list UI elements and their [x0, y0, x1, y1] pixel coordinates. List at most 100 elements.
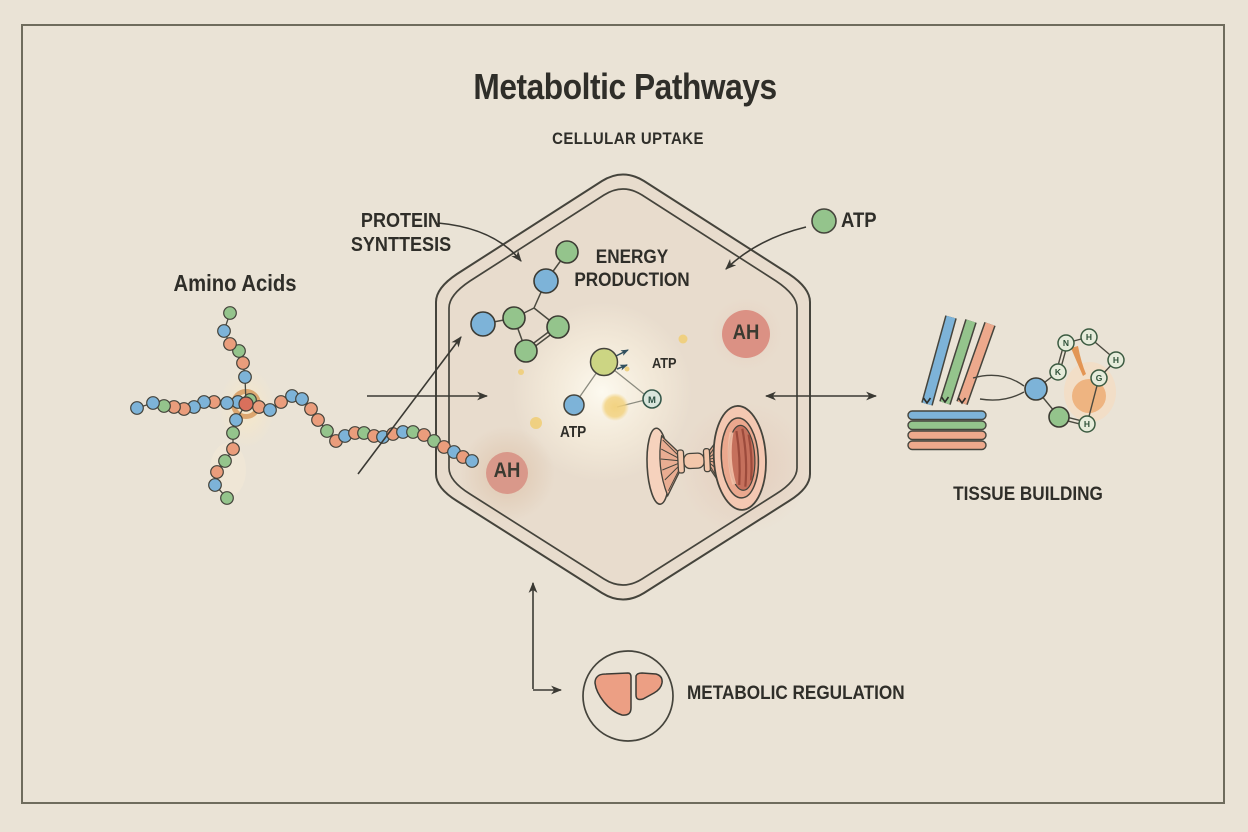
arrow-protein-synthesis	[437, 222, 522, 262]
letter-node	[1080, 328, 1098, 346]
amino-bead	[220, 396, 234, 410]
tissue-building-label: TISSUE BUILDING	[953, 483, 1103, 505]
amino-bead	[217, 324, 231, 338]
letter-node-label: K	[1055, 367, 1062, 377]
arrow-atp-uptake	[725, 226, 807, 270]
atp-core-label: ATP	[652, 356, 677, 372]
m-node-icon	[642, 389, 662, 409]
amino-bead	[236, 356, 250, 370]
atp-lower-label: ATP	[560, 424, 587, 441]
yellow-dot	[530, 417, 542, 429]
amino-bead	[263, 403, 277, 417]
border-frame	[21, 24, 1225, 804]
ah-upper-label: AH	[732, 321, 760, 344]
amino-acid-chain	[130, 306, 479, 505]
letter-node-label: H	[1084, 419, 1090, 429]
yellow-dot	[678, 334, 688, 344]
energy-glow	[512, 302, 692, 482]
amino-bead	[465, 454, 479, 468]
protein-molecule	[470, 240, 579, 363]
arrow-to-protein	[357, 336, 462, 475]
amino-bead	[232, 344, 246, 358]
atp-energy-blob-icon	[601, 393, 629, 421]
energy-core-icon	[589, 347, 619, 377]
amino-bead	[229, 413, 243, 427]
energy-line2: PRODUCTION	[574, 268, 690, 291]
energy-spark-icon	[615, 349, 629, 357]
amino-bead	[304, 402, 318, 416]
ah-lower-circle	[486, 452, 528, 494]
yellow-dots	[518, 334, 688, 429]
amino-bead	[427, 434, 441, 448]
letter-node-label: H	[1086, 332, 1092, 342]
cell-membrane	[435, 173, 811, 601]
amino-bead	[295, 392, 309, 406]
molecule-node	[470, 311, 496, 337]
molecule-node	[1024, 377, 1048, 401]
orange-blob-icon	[1072, 379, 1106, 413]
page-title: Metaboltic Pathways	[473, 66, 777, 107]
atp-uptake-label: ATP	[841, 209, 877, 232]
letter-node	[1057, 334, 1075, 352]
amino-bead	[274, 395, 288, 409]
amino-hub-bead	[238, 396, 254, 412]
flow-arrows	[357, 222, 878, 695]
amino-bead	[226, 442, 240, 456]
amino-bead	[311, 413, 325, 427]
amino-bead	[417, 428, 431, 442]
molecule-node	[546, 315, 570, 339]
amino-bead	[208, 478, 222, 492]
energy-production-center: M	[563, 347, 662, 421]
protein-synthesis-line1: PROTEIN	[360, 209, 442, 232]
letter-node	[1078, 415, 1096, 433]
amino-bead	[146, 396, 160, 410]
amino-bead	[210, 465, 224, 479]
muscle-fiber-icon	[921, 315, 1025, 406]
protein-synthesis-line2: SYNTTESIS	[350, 232, 452, 256]
energy-line1: ENERGY	[595, 246, 669, 268]
energy-spark-icon	[616, 364, 628, 371]
letter-node-label: H	[1113, 355, 1119, 365]
molecule-node	[1048, 406, 1070, 428]
metabolic-regulation-label: METABOLIC REGULATION	[687, 682, 905, 704]
letter-node-label: N	[1063, 338, 1069, 348]
amino-bead	[238, 370, 252, 384]
muscle-bar	[907, 430, 987, 441]
muscle-bar	[907, 420, 987, 431]
mitochondria-icon	[646, 405, 767, 511]
letter-node	[1049, 363, 1067, 381]
amino-bead	[320, 424, 334, 438]
amino-bead	[223, 306, 237, 320]
molecule-node	[502, 306, 526, 330]
molecule-node	[555, 240, 579, 264]
amino-bead	[218, 454, 232, 468]
yellow-dot	[624, 366, 630, 372]
ah-upper-circle	[722, 310, 770, 358]
letter-node	[1090, 369, 1108, 387]
molecule-node	[533, 268, 559, 294]
atp-molecule-icon	[811, 208, 837, 234]
amino-bead	[130, 401, 144, 415]
yellow-dot	[518, 369, 524, 375]
muscle-bar	[907, 410, 987, 421]
amino-bead	[220, 491, 234, 505]
amino-bead	[223, 337, 237, 351]
letter-node-label: G	[1096, 373, 1103, 383]
molecule-node	[514, 339, 538, 363]
letter-node	[1107, 351, 1125, 369]
amino-bead	[226, 426, 240, 440]
cellular-uptake-label: CELLULAR UPTAKE	[552, 129, 704, 148]
m-node-letter: M	[648, 395, 656, 406]
orange-swoosh-icon	[1071, 346, 1086, 376]
muscle-bar	[907, 440, 987, 451]
amino-acids-label: Amino Acids	[173, 270, 297, 296]
ah-lower-label: AH	[493, 459, 521, 482]
cell-body	[436, 174, 810, 600]
liver-icon	[582, 650, 674, 742]
muscle-bars	[907, 410, 987, 451]
